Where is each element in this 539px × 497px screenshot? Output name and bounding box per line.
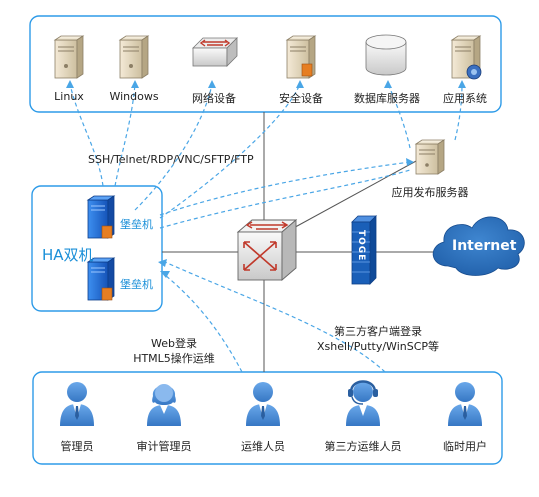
user-admin-icon [60,382,94,426]
user-operator-icon [246,382,280,426]
arrow-heads [66,80,466,278]
user-temporary-icon [448,382,482,426]
server-label-linux: Linux [54,90,84,103]
html5-ops-label: HTML5操作运维 [133,352,215,365]
user-label-admin: 管理员 [60,440,94,453]
user-auditor-icon [147,384,181,426]
web-login-label: Web登录 [151,337,197,350]
user-zone-box [32,371,503,465]
network-device-icon [192,37,238,67]
database-server-icon [365,34,407,76]
user-third-party-operator-icon [346,380,380,426]
protocols-label: SSH/Telnet/RDP/VNC/SFTP/FTP [88,153,254,166]
bastion-1-label: 堡垒机 [120,218,153,231]
server-windows-icon [118,35,150,79]
bastion-2-label: 堡垒机 [120,278,153,291]
user-label-third-party-operator: 第三方运维人员 [324,440,402,453]
app-publish-server-icon [414,139,446,175]
firewall-label: TOGE [356,230,366,262]
ha-label: HA双机 [42,246,94,264]
internet-cloud-icon [432,216,525,276]
third-party-tools-label: Xshell/Putty/WinSCP等 [316,340,440,353]
internet-label: Internet [452,238,517,254]
application-system-icon [450,35,482,80]
user-label-temporary: 临时用户 [443,440,487,453]
security-device-icon [285,35,317,79]
server-zone-box [29,15,502,113]
app-publish-server-label: 应用发布服务器 [391,186,469,199]
server-label-windows: Windows [109,90,159,103]
user-label-operator: 运维人员 [241,440,285,453]
third-party-client-label: 第三方客户端登录 [334,325,422,338]
ha-zone-box [31,185,163,312]
server-label-network-device: 网络设备 [192,92,236,105]
server-linux-icon [53,35,85,79]
access-lines [69,83,463,373]
firewall-icon [351,215,377,285]
user-label-auditor: 审计管理员 [136,440,192,453]
core-switch-icon [236,219,298,281]
server-label-app-system: 应用系统 [443,92,487,105]
bastion-host-2-icon [86,257,116,301]
server-label-database: 数据库服务器 [354,92,420,105]
bastion-host-1-icon [86,195,116,239]
server-label-security-device: 安全设备 [279,92,323,105]
